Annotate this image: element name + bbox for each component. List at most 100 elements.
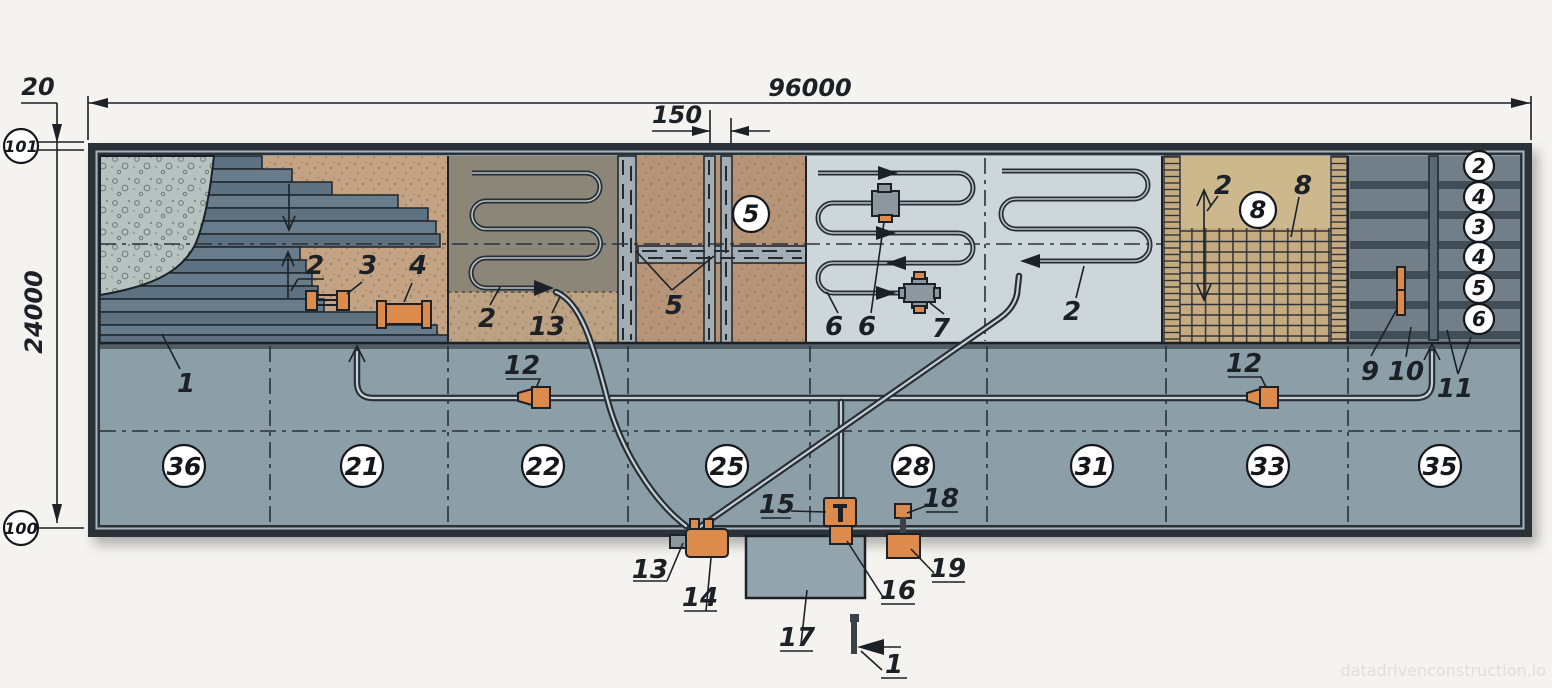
joint-strip-left: [617, 155, 637, 344]
pump-nozzle: [669, 534, 688, 549]
layer-badge-label: 6: [1472, 307, 1486, 331]
hose-tip-arrow: [1020, 254, 1040, 268]
dim-length-label: 96000: [768, 74, 852, 102]
dim-arrow-left: [89, 98, 108, 108]
pipe-coupling-left: [517, 386, 551, 409]
area-badge-label: 5: [743, 200, 760, 228]
serpentine-hose-bay3: [468, 170, 603, 296]
layer-badge-label: 3: [1472, 215, 1486, 239]
zone-label: 33: [1251, 452, 1286, 481]
fitting-box-16: [829, 525, 853, 545]
callout-slab: 1: [177, 369, 195, 399]
callout-direction: 2: [306, 251, 324, 281]
zone-badge: 31: [1069, 443, 1115, 489]
hose-connector: [703, 518, 714, 530]
pipe-end-arrow-left: [348, 344, 366, 363]
zone-label: 35: [1423, 452, 1458, 481]
dim-arrow-bottom: [52, 504, 62, 523]
layer-badge: 2: [1462, 149, 1496, 183]
zone-label: 36: [167, 452, 202, 481]
area-badge-mesh: 8: [1238, 190, 1278, 230]
elevation-top-circle: [2, 127, 40, 165]
bay-light-surface: [806, 156, 1162, 343]
bay-reinforcement-mesh: [1162, 155, 1348, 344]
callout-pump-nozzle: 13: [632, 555, 668, 585]
layer-badge-label: 2: [1472, 154, 1486, 178]
work-bays: [99, 155, 1520, 349]
callout-joint-strips: 5: [665, 291, 683, 321]
callout-wall-fitting: 15: [759, 490, 795, 520]
joint-arrow-a: [692, 126, 710, 136]
outlet-stem: [900, 517, 906, 535]
callout-loop-b: 6: [858, 312, 876, 342]
zone-badge: 28: [890, 443, 936, 489]
serpentine-hose-bay5: [815, 166, 976, 314]
flow-arrow: [876, 286, 896, 300]
zone-badge: 36: [161, 443, 207, 489]
concrete-pump-station: [669, 518, 729, 558]
elevation-bottom-value: 100: [4, 519, 37, 538]
slab-grid: [100, 346, 1520, 523]
dim-width-label: 24000: [20, 270, 48, 354]
pipe-coupling-right: [1246, 386, 1279, 409]
valve-device: [898, 271, 941, 314]
callout-post: 10: [1388, 357, 1424, 387]
dim-edge-label: 20: [21, 73, 54, 101]
outlet-18-19: [886, 503, 921, 559]
watermark: datadrivenconstruction.io: [1341, 661, 1547, 680]
mixer-tank: [744, 534, 867, 600]
callout-stake: 9: [1361, 357, 1379, 387]
dim-joint-label: 150: [652, 101, 702, 129]
zone-badge: 21: [339, 443, 385, 489]
zone-label: 22: [526, 452, 561, 481]
zone-label: 25: [710, 452, 745, 481]
dim-arrow-top: [52, 124, 62, 143]
zone-badge: 22: [520, 443, 566, 489]
elevation-top-value: 101: [4, 137, 37, 156]
stake-marker: [1396, 266, 1406, 316]
pump-body: [685, 528, 729, 558]
serpentine-hose-bay6: [998, 168, 1153, 268]
bay-boundaries: [447, 156, 1349, 343]
callout-leaders: [161, 195, 1472, 679]
layer-badge: 4: [1462, 180, 1496, 214]
fresh-concrete-area: [99, 155, 216, 297]
zone-label: 21: [345, 452, 380, 481]
delivery-hoses: [552, 272, 1023, 531]
callout-coupling-left: 12: [504, 351, 540, 381]
surface-vibrator-device: [376, 300, 432, 329]
callout-loop-a: 6: [825, 312, 843, 342]
callout-layers: 11: [1437, 374, 1473, 404]
layer-badge: 5: [1462, 271, 1496, 305]
joint-arrow-b: [731, 126, 749, 136]
layer-direction-arrows: [281, 184, 296, 298]
legend-arrow-symbol: [850, 614, 901, 655]
layer-badge: 3: [1462, 210, 1496, 244]
frame-inner-edge: [95, 150, 1525, 530]
area-badge-joint: 5: [731, 194, 771, 234]
outlet-box-19: [886, 533, 921, 559]
pipe-end-arrow-right: [1423, 342, 1441, 361]
elevation-mark-top: 101: [2, 127, 84, 165]
flow-arrow: [878, 166, 898, 180]
hose-tip-arrow: [534, 280, 554, 296]
callout-tank: 17: [779, 623, 816, 653]
callout-labels: 1 2 3 4 2 13 5 6 6 7 2 2 8 9 10 11 12 12…: [177, 171, 1473, 680]
callout-hose-right: 2: [1063, 297, 1081, 327]
layer-badge-label: 4: [1471, 185, 1486, 209]
distribution-pipe: [348, 342, 1441, 509]
bay-stepped-concrete-layers: [99, 155, 449, 344]
layer-badges: 2 4 3 4 5 6: [1462, 149, 1496, 336]
callout-coupling-right: 12: [1226, 349, 1262, 379]
callout-hose-left: 2: [478, 304, 496, 334]
inline-heater-device: [871, 183, 900, 223]
wall-fitting-15: [823, 497, 857, 527]
callout-vibrator: 3: [359, 251, 377, 281]
area-badge-label: 8: [1250, 196, 1267, 224]
zone-badge: 25: [704, 443, 750, 489]
layer-badge: 4: [1462, 240, 1496, 274]
callout-surface-vibrator: 4: [408, 251, 427, 281]
dim-arrow-right: [1511, 98, 1530, 108]
bay-joint-strips: [617, 155, 807, 344]
